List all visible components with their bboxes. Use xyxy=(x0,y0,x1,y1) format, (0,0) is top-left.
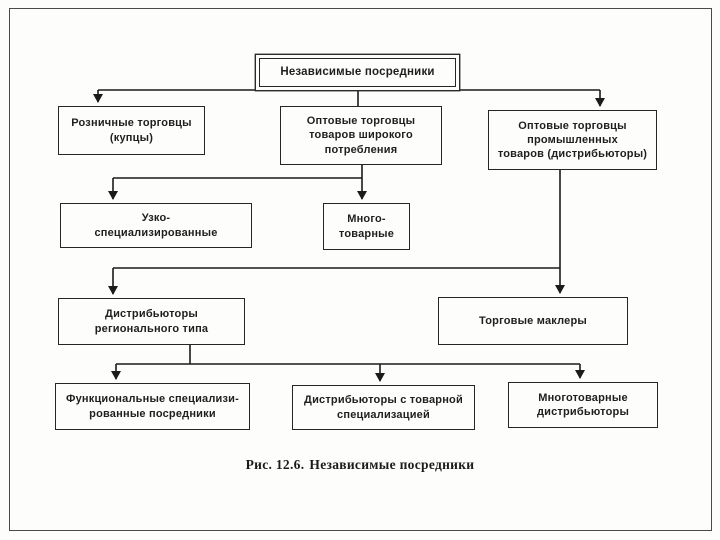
node-regional-distributors: Дистрибьюторы регионального типа xyxy=(58,298,245,345)
node-independent-intermediaries: Независимые посредники xyxy=(259,58,456,87)
node-multiproduct-distributors: Многотоварные дистрибьюторы xyxy=(508,382,658,428)
node-functional-specialized: Функциональные специализи- рованные поср… xyxy=(55,383,250,430)
node-wholesale-industrial-goods: Оптовые торговцы промышленных товаров (д… xyxy=(488,110,657,170)
node-trade-brokers: Торговые маклеры xyxy=(438,297,628,345)
node-retail-traders: Розничные торговцы (купцы) xyxy=(58,106,205,155)
node-wholesale-consumer-goods: Оптовые торговцы товаров широкого потреб… xyxy=(280,106,442,165)
node-multi-product: Много- товарные xyxy=(323,203,410,250)
slide-border xyxy=(9,8,712,531)
node-product-specialized-distributors: Дистрибьюторы с товарной специализацией xyxy=(292,385,475,430)
figure-caption: Рис. 12.6. Независимые посредники xyxy=(0,457,720,473)
figure-caption-title: Независимые посредники xyxy=(309,457,475,472)
node-narrow-specialized: Узко- специализированные xyxy=(60,203,252,248)
figure-caption-number: Рис. 12.6. xyxy=(245,457,305,472)
